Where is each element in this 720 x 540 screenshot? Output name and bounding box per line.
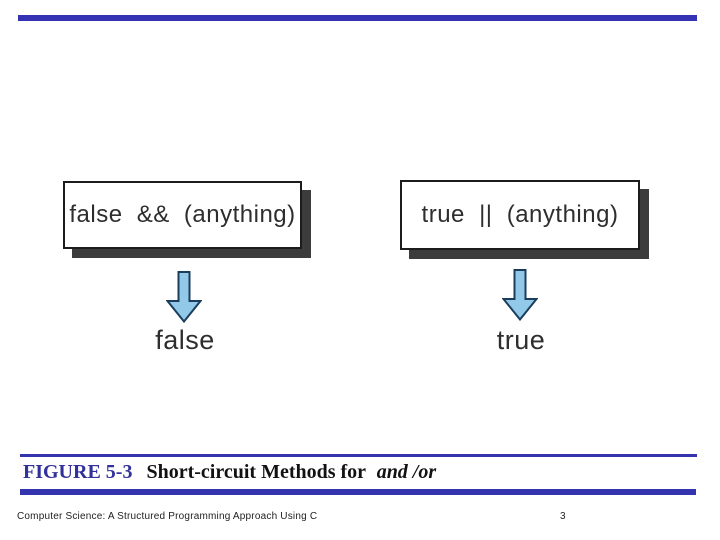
caption-title-emphasis: and /or	[376, 461, 437, 483]
or-expression-label: true || (anything)	[421, 201, 619, 228]
caption-bottom-rule	[20, 489, 696, 495]
caption-top-rule	[20, 454, 697, 457]
and-expression-label: false && (anything)	[69, 201, 296, 228]
down-arrow-icon	[502, 269, 538, 321]
caption-title: Short-circuit Methods for	[146, 461, 366, 483]
figure-number-label: FIGURE 5-3	[23, 461, 133, 483]
top-divider-bar	[18, 15, 697, 21]
or-expression-box: true || (anything)	[400, 180, 640, 250]
and-expression-box: false && (anything)	[63, 181, 302, 249]
book-title: Computer Science: A Structured Programmi…	[17, 511, 318, 522]
and-result-label: false	[155, 325, 215, 355]
down-arrow-icon	[166, 271, 202, 323]
page-number: 3	[560, 511, 566, 522]
or-result-label: true	[496, 325, 546, 355]
figure-caption: FIGURE 5-3 Short-circuit Methods for and…	[23, 461, 436, 484]
